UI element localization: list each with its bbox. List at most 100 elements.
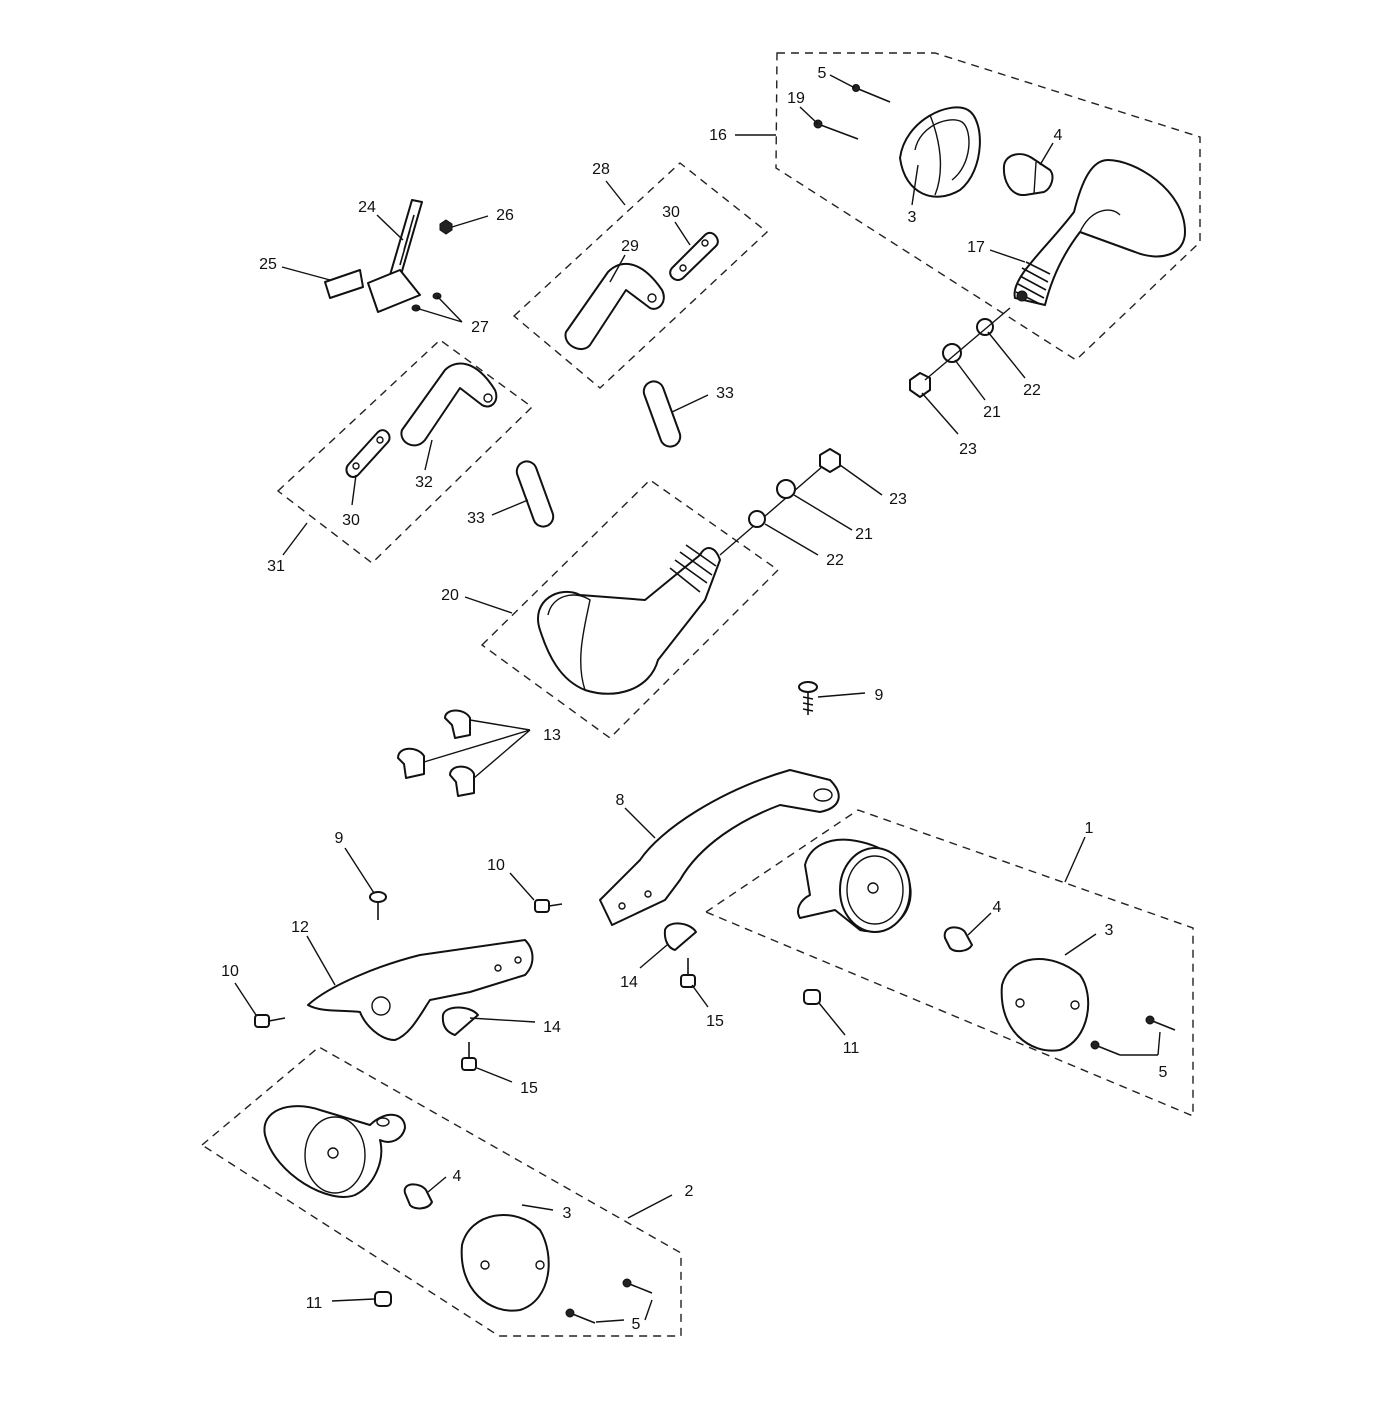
strip-33-bottom: [515, 460, 555, 528]
screw-10-mid: [534, 899, 563, 913]
callout-8: 8: [616, 792, 625, 809]
callout-3: 3: [563, 1205, 572, 1222]
callout-33: 33: [467, 510, 485, 527]
callout-4: 4: [993, 899, 1002, 916]
clip-13c: [449, 765, 475, 797]
callout-23: 23: [959, 441, 977, 458]
lockwasher-21-mid: [776, 479, 796, 499]
screws-5-right: [1090, 1015, 1176, 1056]
callout-25: 25: [259, 256, 277, 273]
callout-3: 3: [1105, 922, 1114, 939]
lamp-housing-17: [1013, 159, 1186, 306]
callout-16: 16: [709, 127, 727, 144]
callout-17: 17: [967, 239, 985, 256]
support-arm-12: [307, 939, 534, 1041]
nut-23-top: [909, 372, 931, 398]
bracket-group-28: [564, 231, 719, 351]
lockwasher-21-top: [942, 343, 962, 363]
callout-10: 10: [487, 857, 505, 874]
link-plate-30-top: [669, 231, 719, 281]
bulb-4-bottom: [403, 1183, 433, 1210]
callout-11: 11: [306, 1295, 323, 1312]
callout-15: 15: [706, 1013, 724, 1030]
lamp-group-2: [263, 1105, 653, 1324]
callout-32: 32: [415, 474, 433, 491]
group-31-outline: [276, 339, 534, 564]
callout-4: 4: [453, 1168, 462, 1185]
callout-2: 2: [685, 1183, 694, 1200]
lens-3-bottom: [460, 1214, 550, 1312]
callout-5: 5: [818, 65, 827, 82]
bent-bar-29: [564, 263, 665, 351]
nut-11-right: [803, 989, 821, 1005]
callout-11: 11: [843, 1040, 860, 1057]
callout-31: 31: [267, 558, 285, 575]
callout-26: 26: [496, 207, 514, 224]
group-28-outline: [512, 162, 769, 389]
washer-22-mid: [748, 510, 766, 528]
lens-3-right: [1000, 958, 1090, 1052]
plate-bracket-assembly: [324, 199, 453, 313]
lamp-20: [537, 448, 841, 695]
callout-33: 33: [716, 385, 734, 402]
screw-19: [813, 119, 859, 140]
callout-9: 9: [335, 830, 344, 847]
screw-9-left: [369, 891, 387, 920]
clip-13b: [397, 747, 425, 779]
callout-30: 30: [342, 512, 360, 529]
callout-3: 3: [908, 209, 917, 226]
callout-12: 12: [291, 919, 309, 936]
lamp-group-1: [797, 838, 1176, 1056]
group-2-outline: [200, 1046, 682, 1337]
callout-4: 4: [1054, 127, 1063, 144]
screw-5-top: [852, 84, 891, 103]
bracket-group-31: [345, 362, 498, 478]
callout-20: 20: [441, 587, 459, 604]
clip-14-mid: [663, 922, 697, 951]
callout-5: 5: [632, 1316, 641, 1333]
callout-1: 1: [1085, 820, 1094, 837]
group-16-outline: [775, 52, 1201, 361]
callout-28: 28: [592, 161, 610, 178]
washer-22-top: [976, 318, 994, 336]
nut-23-mid: [819, 448, 841, 473]
nut-26: [439, 219, 453, 235]
callout-22: 22: [1023, 382, 1041, 399]
screws-5-bottom: [565, 1278, 653, 1324]
callout-14: 14: [620, 974, 638, 991]
callout-23: 23: [889, 491, 907, 508]
leader-lines: [234, 74, 1161, 1323]
callout-10: 10: [221, 963, 239, 980]
callout-27: 27: [471, 319, 489, 336]
nut-11-bottom: [374, 1291, 392, 1307]
group-1-outline: [704, 809, 1194, 1118]
callout-29: 29: [621, 238, 639, 255]
screw-9-right: [798, 681, 818, 715]
strip-33-top: [642, 380, 682, 448]
screw-15-mid: [680, 958, 696, 988]
group-20-outline: [480, 479, 780, 739]
screw-15-left: [461, 1042, 477, 1071]
bulb-4-right: [943, 926, 973, 953]
callout-21: 21: [983, 404, 1001, 421]
bent-bar-32: [400, 362, 498, 447]
link-plate-30-bottom: [345, 429, 391, 478]
lamp-housing-2: [263, 1105, 406, 1198]
clip-14-left: [441, 1006, 479, 1036]
support-arm-8: [599, 769, 840, 926]
callout-5: 5: [1159, 1064, 1168, 1081]
callout-22: 22: [826, 552, 844, 569]
callout-13: 13: [543, 727, 561, 744]
callout-21: 21: [855, 526, 873, 543]
callout-30: 30: [662, 204, 680, 221]
cable-clips-13: [397, 709, 475, 797]
callout-15: 15: [520, 1080, 538, 1097]
bulb-4-top: [1002, 153, 1054, 197]
lens-rim-3-top: [899, 106, 981, 198]
callout-24: 24: [358, 199, 376, 216]
callout-19: 19: [787, 90, 805, 107]
plate-25: [324, 269, 364, 299]
group-outlines: [200, 52, 1201, 1337]
